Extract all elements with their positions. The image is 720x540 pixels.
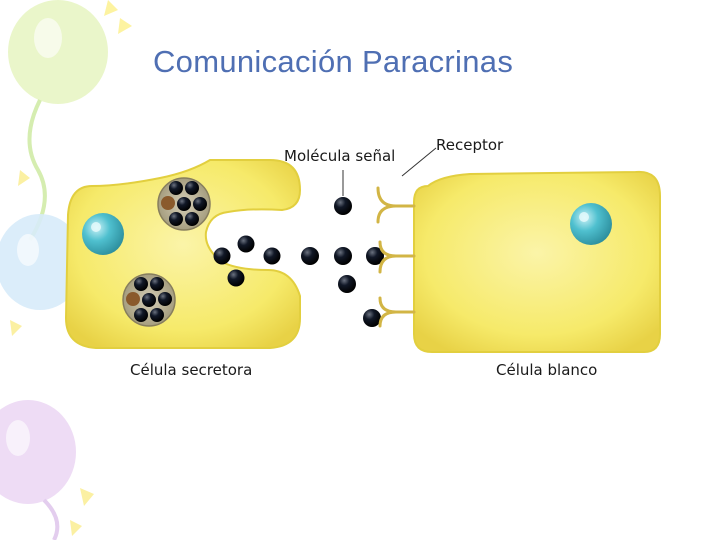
secretory-nucleus [82, 213, 124, 255]
target-cell [413, 170, 661, 353]
signal-molecule-label: Molécula señal [284, 147, 396, 165]
released-molecules [213, 235, 281, 287]
receptors [376, 186, 416, 328]
target-cell-label: Célula blanco [496, 361, 598, 379]
target-nucleus [570, 203, 612, 245]
secretory-cell-label: Célula secretora [130, 361, 253, 379]
slide-title: Comunicación Paracrinas [153, 44, 514, 79]
receptor-label: Receptor [436, 136, 504, 154]
signal-molecules [301, 197, 384, 327]
